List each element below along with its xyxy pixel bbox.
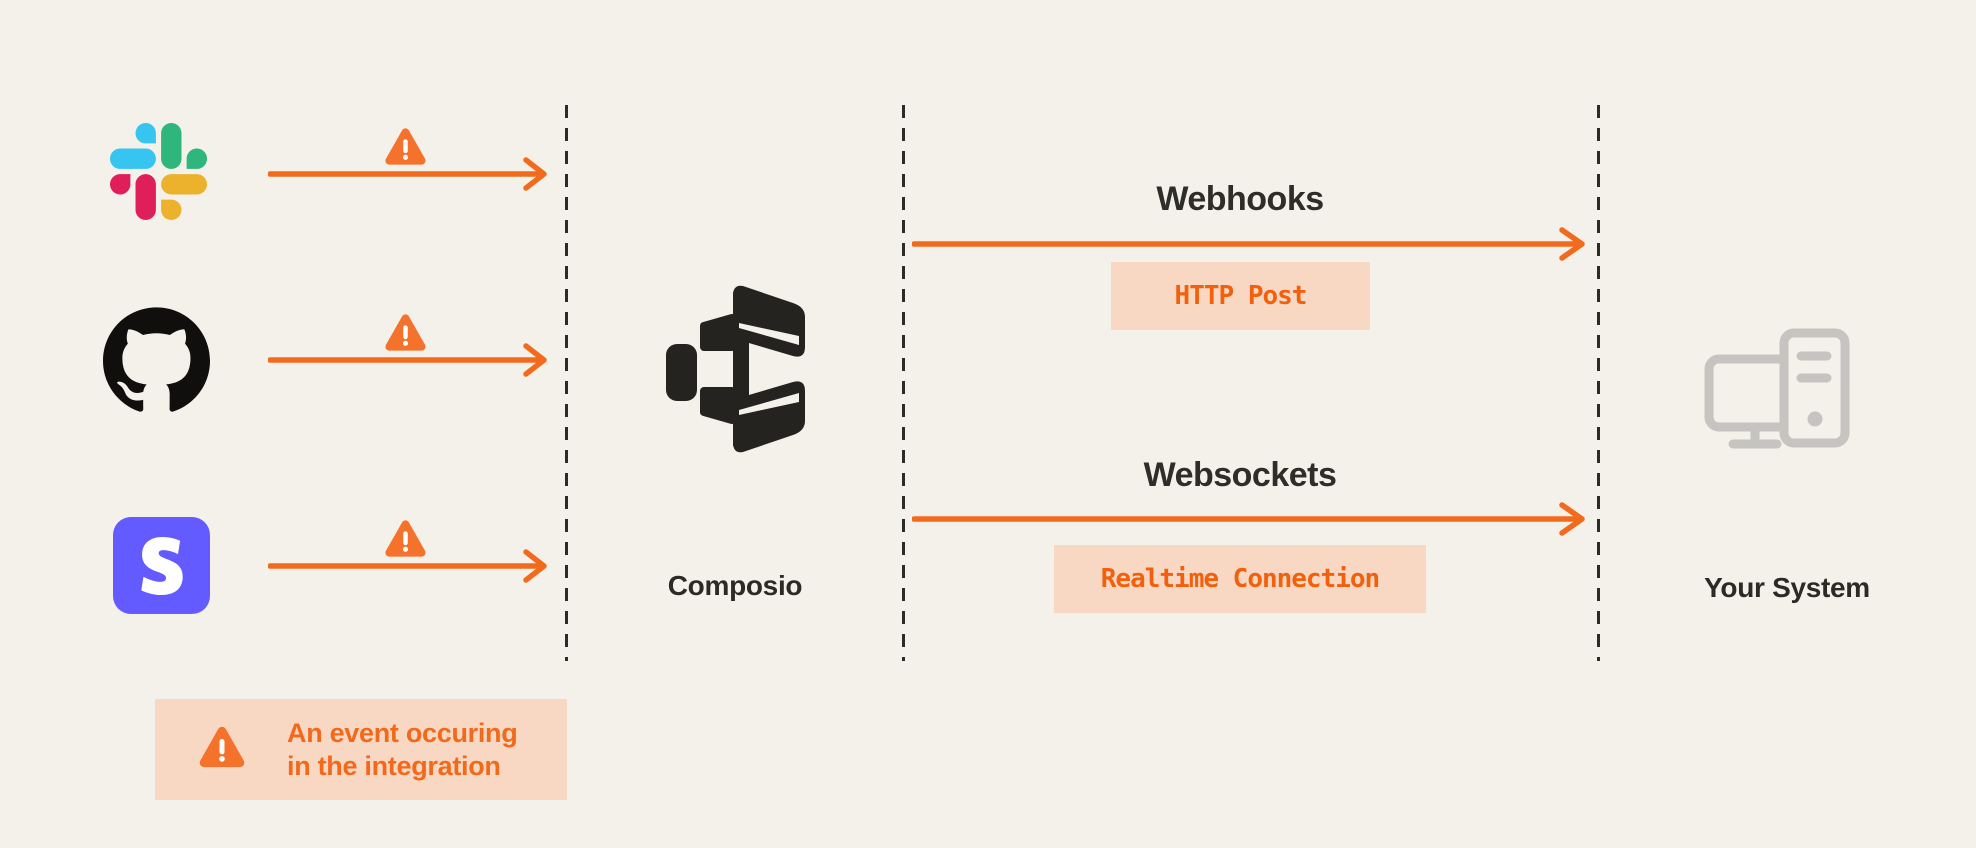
websockets-arrow [911, 499, 1588, 544]
websockets-title: Websockets [1143, 456, 1337, 494]
warning-icon [383, 312, 428, 359]
legend-text: An event occuring in the integration [287, 717, 518, 783]
separator-left [565, 105, 568, 661]
http-post-badge: HTTP Post [1111, 262, 1370, 330]
warning-icon [383, 126, 428, 173]
webhooks-arrow [911, 224, 1588, 269]
github-icon [103, 306, 210, 418]
legend-text-line2: in the integration [287, 750, 501, 781]
legend: An event occuring in the integration [155, 699, 567, 800]
warning-icon [383, 518, 428, 565]
stripe-icon [113, 517, 210, 614]
webhooks-title: Webhooks [1156, 180, 1324, 218]
event-arrow-slack [267, 154, 548, 199]
separator-right [1597, 105, 1600, 661]
composio-label: Composio [667, 570, 803, 601]
separator-middle [902, 105, 905, 661]
legend-text-line1: An event occuring [287, 717, 518, 748]
event-arrow-stripe [267, 546, 548, 591]
realtime-connection-badge: Realtime Connection [1054, 545, 1426, 613]
your-system-label: Your System [1704, 572, 1870, 603]
legend-warning-icon [197, 724, 247, 776]
computer-icon [1703, 328, 1851, 454]
event-arrow-github [267, 340, 548, 385]
slack-icon [110, 123, 207, 225]
composio-logo-icon [663, 283, 808, 460]
